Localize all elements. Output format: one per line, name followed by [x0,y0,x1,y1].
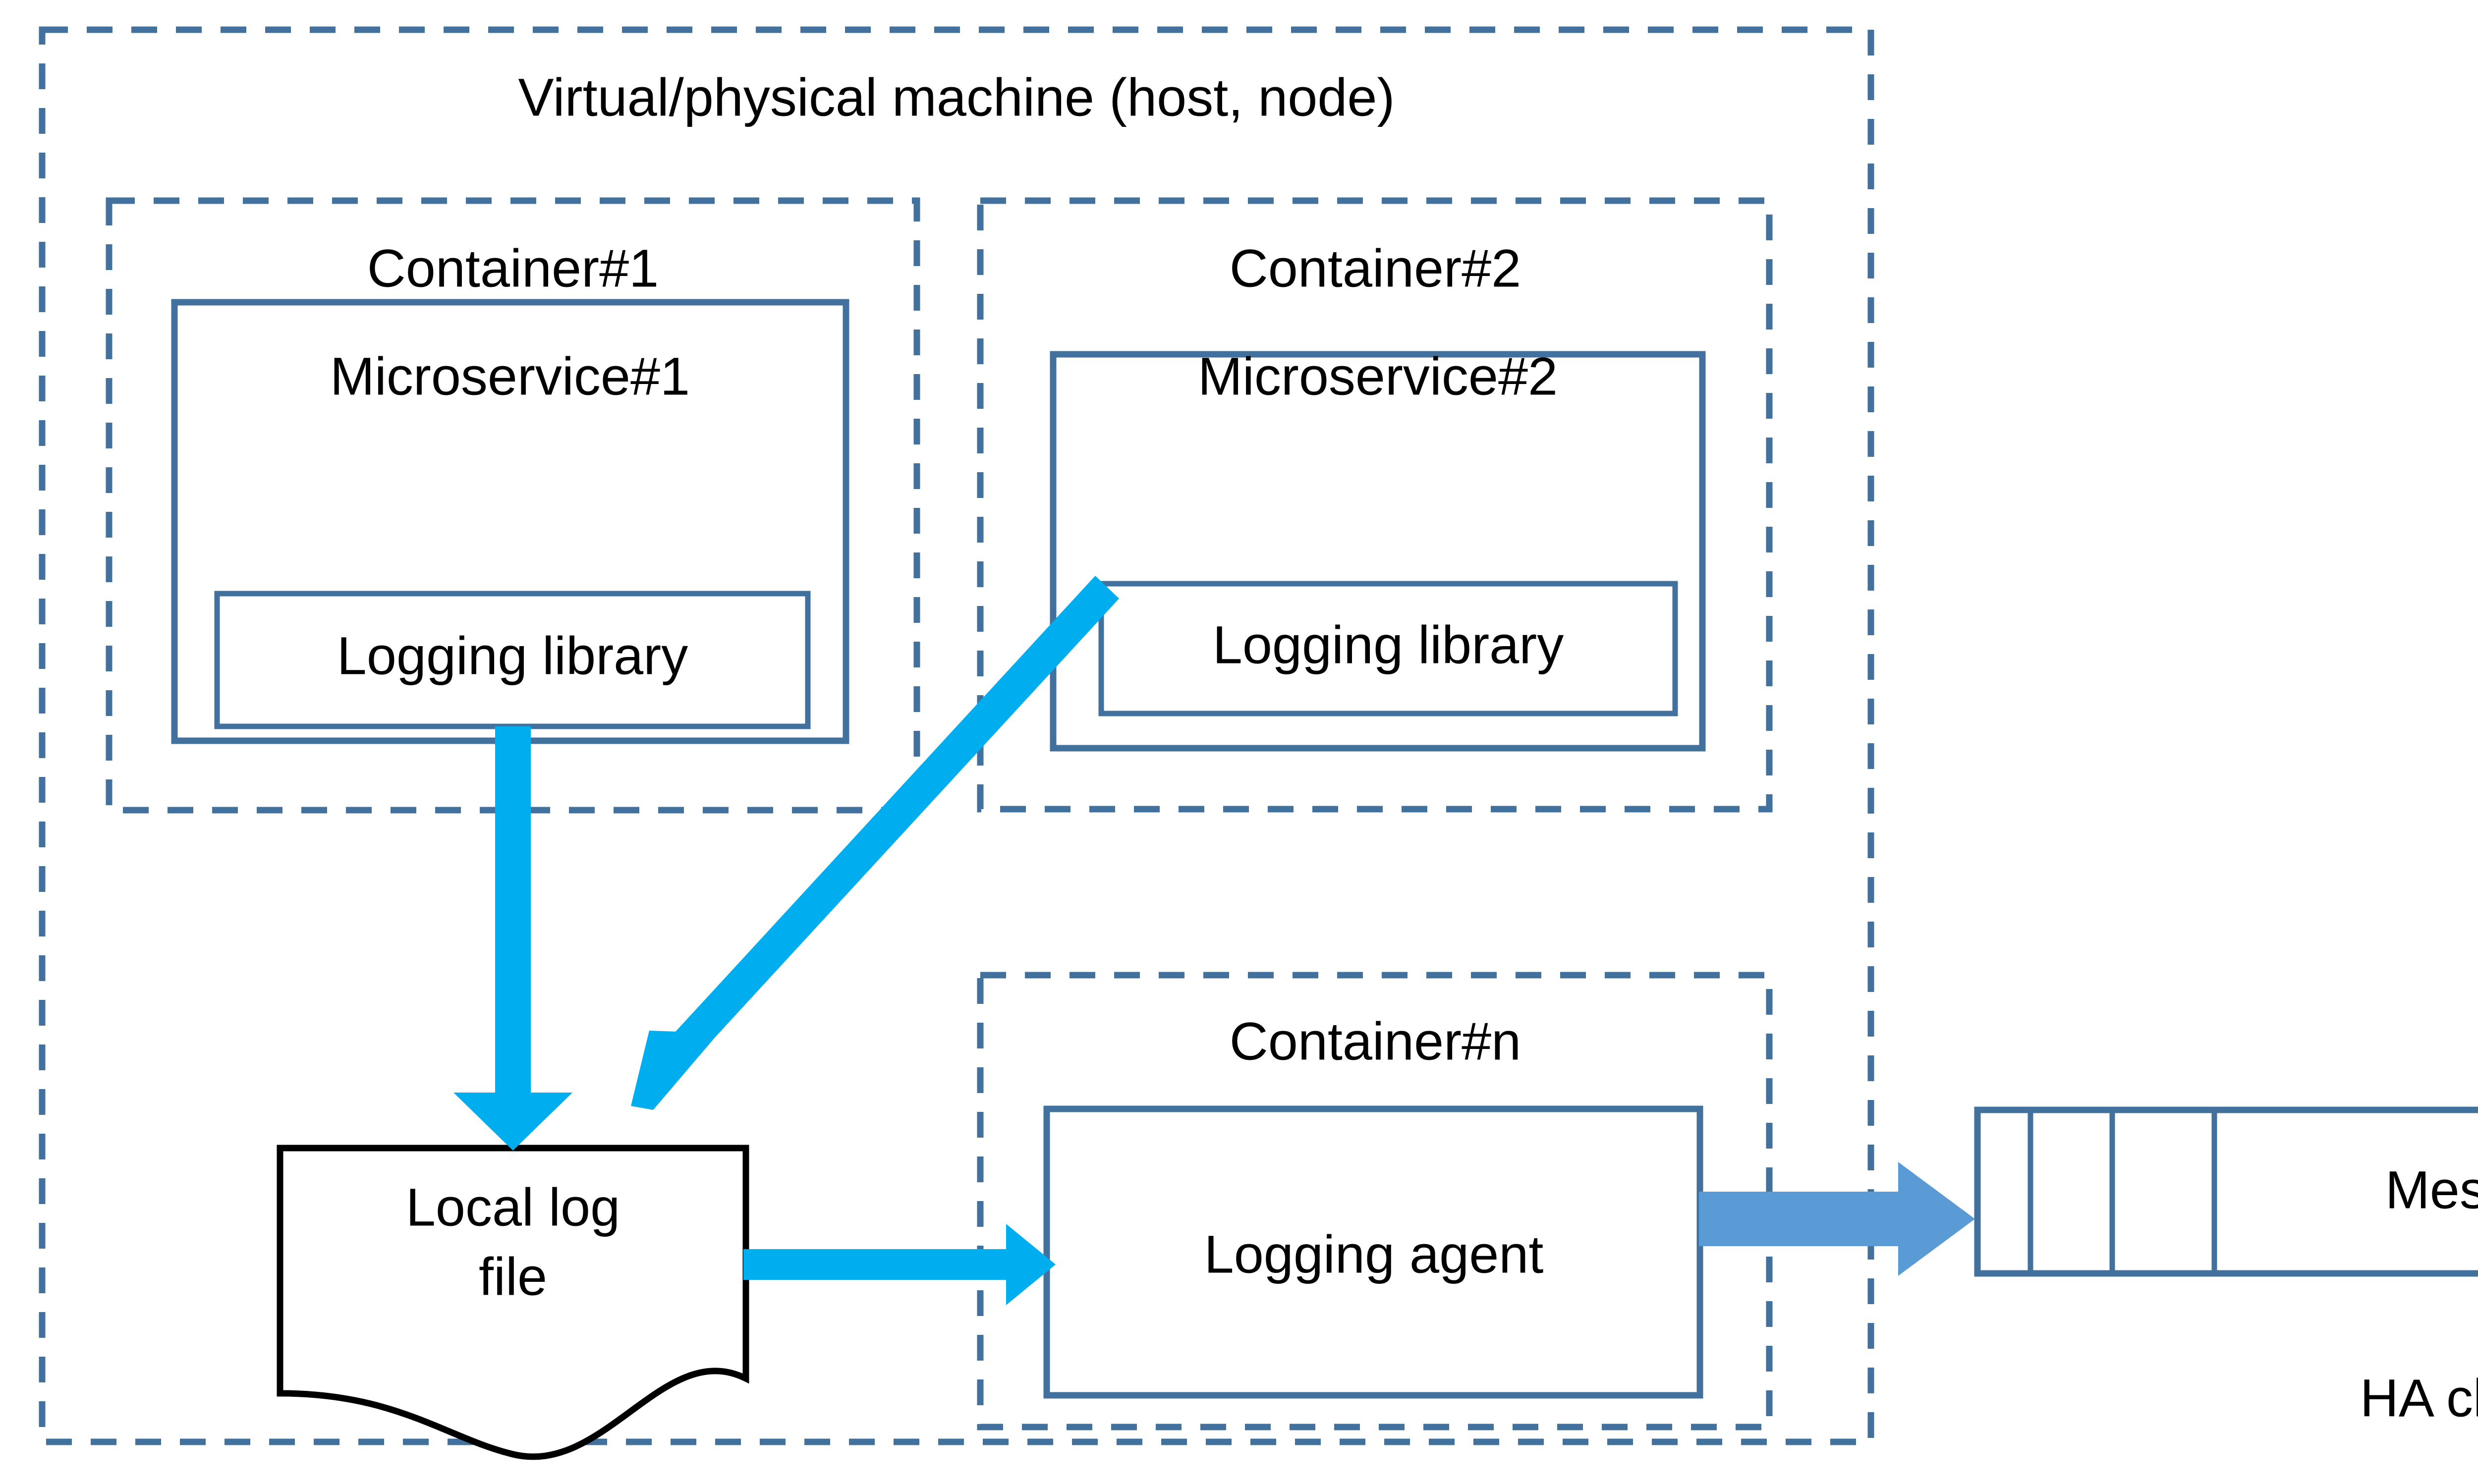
node-local-log-file-label-line1: Local log [406,1177,620,1237]
node-message-broker [1974,1106,2478,1277]
group-container-1 [106,197,920,814]
node-logging-agent [1043,1105,1703,1399]
edge-logging-agent-to-message-broker [1699,1162,1975,1276]
node-logging-library-2-label: Logging library [1213,615,1564,675]
node-ha-clusters-caption: HA clusters [2360,1368,2478,1428]
node-microservice-2-label: Microservice#2 [1198,346,1558,406]
node-microservice-1-label: Microservice#1 [330,346,690,406]
group-container-n-label: Container#n [1230,1011,1521,1071]
node-logging-library-2 [1098,581,1678,716]
group-container-n [977,972,1773,1430]
group-host-machine-label: Virtual/physical machine (host, node) [518,67,1395,127]
node-local-log-file-label-line2: file [479,1247,547,1307]
group-container-2-label: Container#2 [1230,238,1521,298]
edge-local-log-file-to-logging-agent [743,1224,1056,1305]
edge-logging-library-2-to-local-log-file [631,576,1119,1110]
edge-logging-library-1-to-local-log-file [453,726,572,1151]
node-message-broker-label: Message broker [2385,1160,2478,1220]
node-logging-agent-label: Logging agent [1204,1224,1544,1284]
node-local-log-file [277,1145,749,1460]
group-container-1-label: Container#1 [367,238,659,298]
node-logging-library-1-label: Logging library [337,626,688,686]
group-container-2 [977,197,1773,813]
group-host-machine [39,26,1874,1445]
